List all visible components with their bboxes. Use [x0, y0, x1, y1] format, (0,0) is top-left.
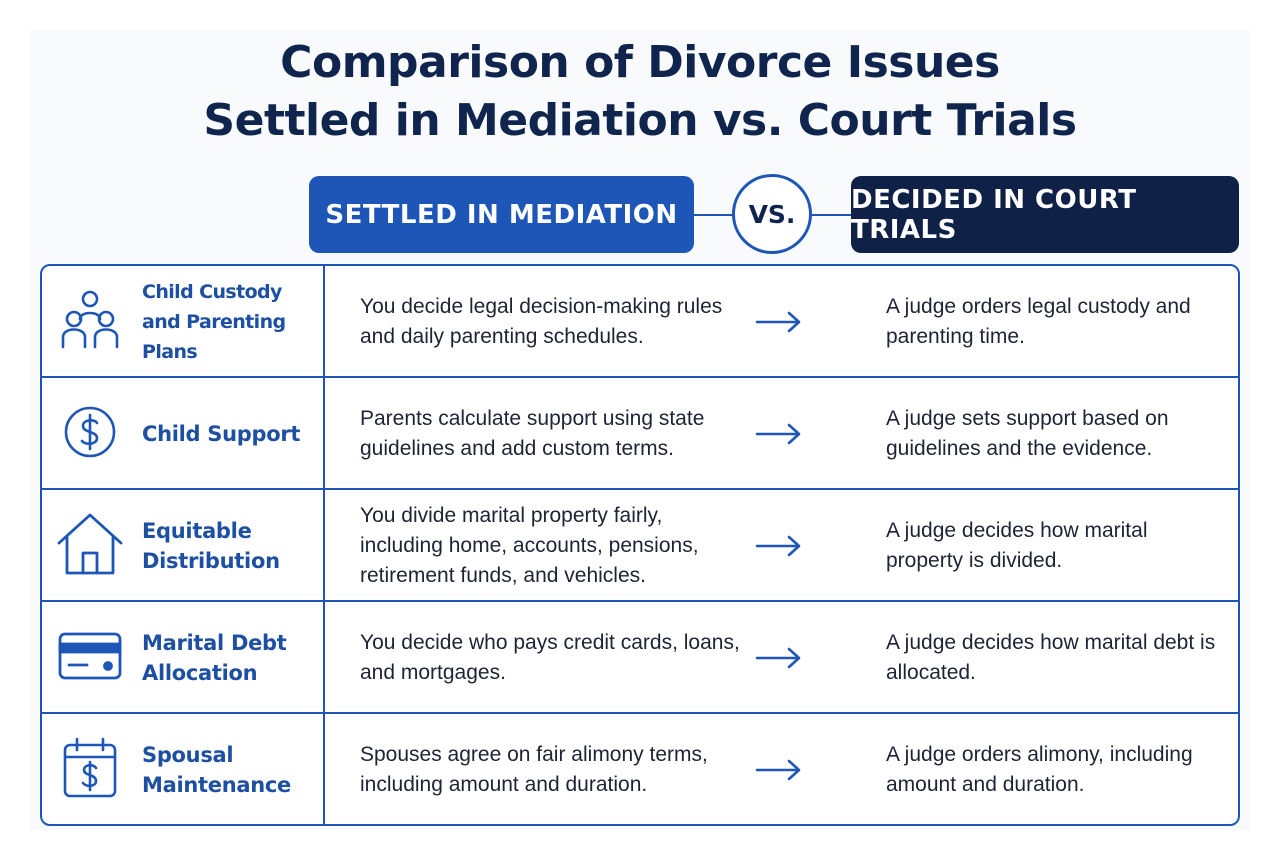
comparison-table: Child Custody and Parenting Plans You de…	[40, 264, 1240, 826]
table-row: Child Support Parents calculate support …	[42, 378, 1238, 490]
mediation-header: SETTLED IN MEDIATION	[309, 176, 694, 253]
column-divider	[323, 714, 325, 824]
calendar-dollar-icon	[54, 730, 126, 806]
mediation-text: You decide legal decision-making rules a…	[360, 295, 723, 348]
arrow-right-icon	[754, 490, 804, 602]
court-text: A judge orders legal custody and parenti…	[886, 295, 1191, 348]
issue-label: Spousal Maintenance	[142, 743, 291, 797]
table-row: Marital Debt Allocation You decide who p…	[42, 602, 1238, 714]
issue-label: Child Support	[142, 422, 301, 446]
mediation-text: You decide who pays credit cards, loans,…	[360, 631, 740, 684]
column-divider	[323, 266, 325, 376]
title-line-2: Settled in Mediation vs. Court Trials	[203, 95, 1077, 146]
table-row: Equitable Distribution You divide marita…	[42, 490, 1238, 602]
mediation-text: Spouses agree on fair alimony terms, inc…	[360, 743, 708, 796]
mediation-text: You divide marital property fairly, incl…	[360, 504, 699, 587]
issue-label: Marital Debt Allocation	[142, 631, 287, 685]
vs-connector-left	[694, 214, 734, 216]
arrow-right-icon	[754, 602, 804, 714]
table-row: Child Custody and Parenting Plans You de…	[42, 266, 1238, 378]
mediation-text: Parents calculate support using state gu…	[360, 407, 705, 460]
house-icon	[54, 506, 126, 582]
court-header: DECIDED IN COURT TRIALS	[851, 176, 1239, 253]
court-text: A judge orders alimony, including amount…	[886, 743, 1193, 796]
issue-label: Equitable Distribution	[142, 519, 280, 573]
court-text: A judge decides how marital debt is allo…	[886, 631, 1216, 684]
vs-connector-right	[810, 214, 852, 216]
table-row: Spousal Maintenance Spouses agree on fai…	[42, 714, 1238, 824]
issue-label: Child Custody and Parenting Plans	[142, 281, 286, 363]
arrow-right-icon	[754, 378, 804, 490]
court-text: A judge decides how marital property is …	[886, 519, 1148, 572]
court-text: A judge sets support based on guidelines…	[886, 407, 1169, 460]
arrow-right-icon	[754, 266, 804, 378]
arrow-right-icon	[754, 714, 804, 824]
vs-badge: VS.	[732, 174, 812, 254]
page-title: Comparison of Divorce Issues Settled in …	[0, 34, 1280, 150]
family-icon	[54, 282, 126, 358]
column-divider	[323, 490, 325, 600]
column-divider	[323, 378, 325, 488]
title-line-1: Comparison of Divorce Issues	[280, 37, 1000, 88]
dollar-circle-icon	[54, 394, 126, 470]
credit-card-icon	[54, 618, 126, 694]
column-divider	[323, 602, 325, 712]
